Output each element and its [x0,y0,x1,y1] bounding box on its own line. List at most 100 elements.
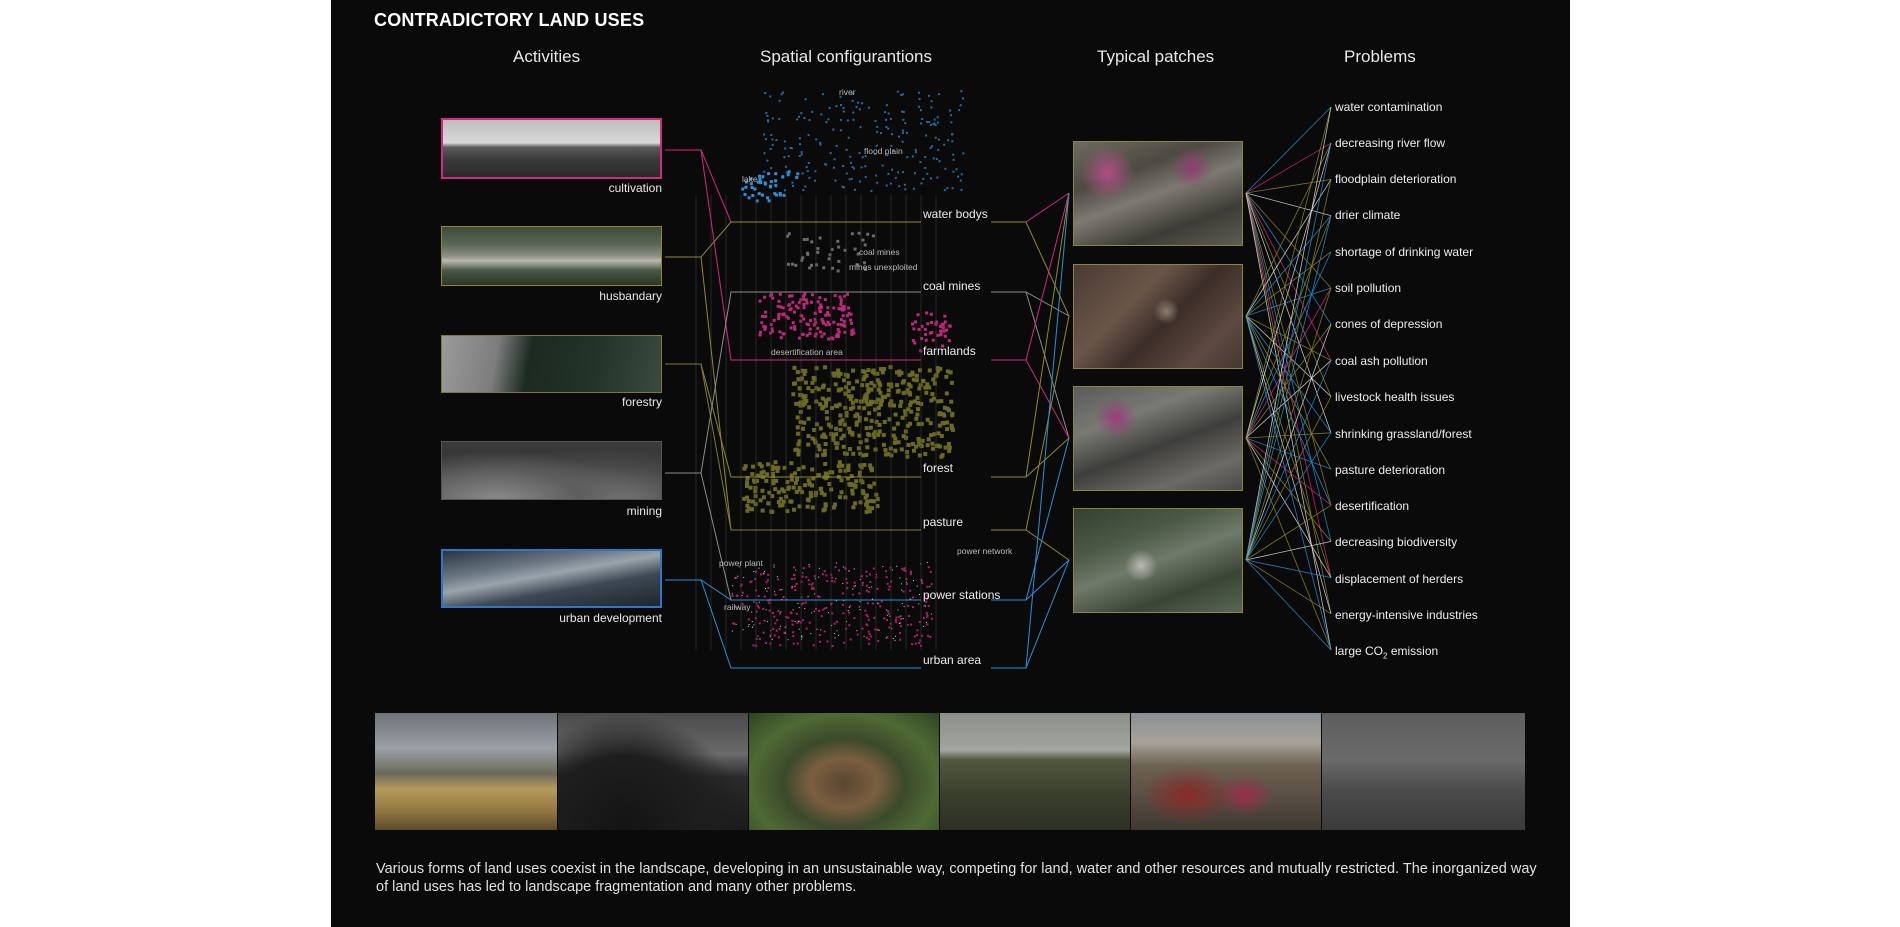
map-dot [801,636,803,638]
map-dot [747,196,751,200]
map-dot [754,578,756,580]
map-dot [774,593,777,596]
map-dot [945,427,950,432]
map-dot [802,238,806,242]
map-dot [797,386,802,391]
map-dot [896,440,901,445]
map-dot [757,462,762,467]
connector-patch-problem [1245,315,1332,434]
map-dot [805,166,808,169]
map-dot [846,466,851,471]
map-dot [909,589,912,592]
problem-decreasing-river-flow: decreasing river flow [1335,136,1446,150]
map-dot [877,602,879,604]
map-dot [846,463,851,468]
map-dot [787,303,791,307]
map-dot [852,331,856,335]
map-dot [864,395,869,400]
map-dot [834,445,839,450]
connector-patch-problem [1245,179,1332,317]
map-dot [813,440,818,445]
map-dot [910,370,915,375]
map-dot [756,180,760,184]
map-dot [814,386,819,391]
map-dot [952,170,955,173]
map-dot [932,381,937,386]
map-dot [741,187,745,191]
map-dot [869,466,874,471]
map-dot [812,438,817,443]
map-dot [829,152,832,155]
map-dot [811,612,813,614]
map-dot [950,121,953,124]
map-dot [843,468,848,473]
config-label-pasture: pasture [923,515,964,529]
map-dot [811,375,816,380]
map-dot [899,447,904,452]
map-dot [875,628,878,631]
activity-label-husbandary: husbandary [599,289,662,303]
map-dot [939,433,944,438]
map-dot [832,166,835,169]
map-dot [921,117,924,120]
map-dot [885,118,888,121]
annotation-flood-plain: flood plain [864,146,903,156]
map-dot [871,598,873,600]
map-dot [889,615,891,617]
patch-tile-1 [1073,141,1243,246]
map-dot [748,623,750,625]
map-dot [855,585,857,587]
map-dot [906,582,909,585]
map-dot [781,306,785,310]
map-dot [842,110,845,113]
map-dot [753,485,758,490]
map-dot [795,612,798,615]
map-dot [831,437,836,442]
map-dot [934,372,939,377]
map-dot [944,374,949,379]
map-dot [926,614,929,617]
map-dot [885,104,888,107]
map-dot [822,448,827,453]
map-dot [840,463,845,468]
map-dot [776,619,779,622]
map-dot [824,313,828,317]
map-dot [816,628,818,630]
map-dot [800,426,805,431]
map-dot [901,140,904,143]
map-dot [842,323,846,327]
map-dot [854,479,859,484]
map-dot [857,473,862,478]
map-dot [888,403,893,408]
map-dot [860,369,865,374]
map-dot [894,639,896,641]
map-dot [848,430,853,435]
connector-patch-problem [1245,437,1332,651]
map-dot [774,622,777,625]
map-dot [731,594,734,597]
map-dot [793,327,797,331]
map-dot [815,138,818,141]
map-dot [776,465,781,470]
map-dot [863,261,867,265]
map-dot [836,562,838,564]
map-dot [864,417,869,422]
map-farmland-cluster [758,292,856,341]
map-dot [802,317,806,321]
map-dot [864,438,869,443]
map-dot [804,608,806,610]
map-dot [914,148,917,151]
map-dot [932,157,935,160]
map-dot [761,495,766,500]
map-dot [901,583,903,585]
map-dot [920,378,925,383]
map-dot [955,168,958,171]
map-dot [731,630,733,632]
map-dot [819,310,823,314]
map-dot [945,328,949,332]
map-dot [858,440,863,445]
map-dot [778,503,783,508]
map-dot [779,612,782,615]
map-dot [886,452,891,457]
map-dot [836,322,840,326]
